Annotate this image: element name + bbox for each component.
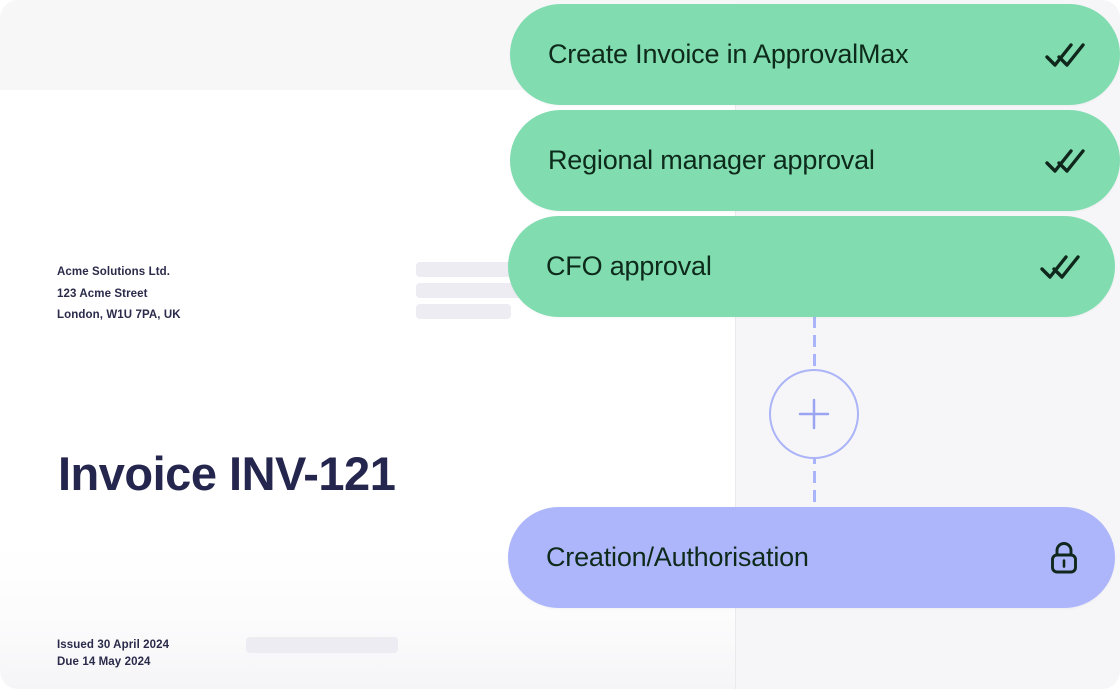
workflow-step-cfo-approval[interactable]: CFO approval	[508, 216, 1115, 317]
panel-divider	[735, 90, 736, 689]
company-street: 123 Acme Street	[57, 287, 148, 300]
invoice-title: Invoice INV-121	[58, 447, 396, 500]
workflow-step-label: CFO approval	[546, 251, 712, 281]
double-check-icon	[1039, 252, 1081, 282]
company-address: Acme Solutions Ltd. 123 Acme Street Lond…	[57, 262, 181, 327]
workflow-step-label: Creation/Authorisation	[546, 542, 809, 572]
workflow-step-regional-manager-approval[interactable]: Regional manager approval	[510, 110, 1120, 211]
double-check-icon	[1044, 40, 1086, 70]
plus-icon	[798, 398, 830, 430]
placeholder-bar	[416, 262, 520, 277]
connector-line-top	[813, 316, 816, 380]
due-date: Due 14 May 2024	[57, 655, 151, 668]
add-step-button[interactable]	[769, 369, 859, 459]
issued-date: Issued 30 April 2024	[57, 639, 170, 651]
workflow-step-label: Regional manager approval	[548, 145, 875, 175]
company-city: London, W1U 7PA, UK	[57, 309, 181, 321]
workflow-step-label: Create Invoice in ApprovalMax	[548, 39, 909, 69]
placeholder-bar	[246, 637, 398, 653]
company-name: Acme Solutions Ltd.	[57, 266, 171, 278]
invoice-dates: Issued 30 April 2024 Due 14 May 2024	[57, 637, 169, 670]
placeholder-bar	[416, 304, 511, 319]
double-check-icon	[1044, 146, 1086, 176]
lock-icon	[1047, 539, 1081, 577]
workflow-step-creation-authorisation[interactable]: Creation/Authorisation	[508, 507, 1115, 608]
workflow-step-create-invoice[interactable]: Create Invoice in ApprovalMax	[510, 4, 1120, 105]
connector-line-bottom	[813, 452, 816, 520]
placeholder-bar	[416, 283, 540, 298]
